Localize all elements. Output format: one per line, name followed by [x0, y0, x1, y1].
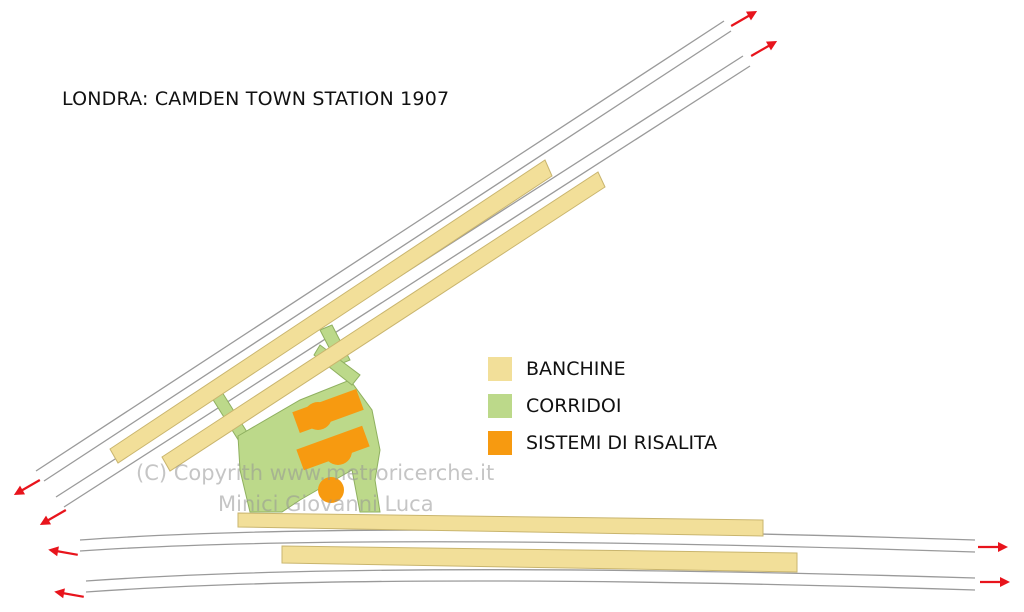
watermark-line2: Minici Giovanni Luca — [218, 492, 434, 516]
track-diagonal-1b — [43, 30, 732, 482]
legend-swatch-corridoi — [488, 393, 512, 418]
arrow-lower-left-1 — [48, 546, 78, 557]
diagram-title: LONDRA: CAMDEN TOWN STATION 1907 — [62, 88, 450, 110]
legend-label-banchine: BANCHINE — [526, 357, 626, 380]
arrow-lower-left-1-shaft — [53, 549, 78, 556]
arrow-lower-left-1-head — [48, 546, 59, 557]
arrow-lower-left-2 — [54, 588, 84, 599]
arrow-bottom-left-2 — [39, 509, 67, 525]
lift-upper — [304, 402, 332, 430]
arrow-lower-right-2-head — [1000, 577, 1010, 587]
track-diagonal-2b — [63, 65, 751, 508]
arrow-top-right-2 — [750, 41, 778, 57]
legend-label-sistemi: SISTEMI DI RISALITA — [526, 431, 718, 454]
arrow-bottom-left-2-shaft — [44, 509, 67, 523]
arrow-top-right-1 — [730, 11, 758, 27]
platform-diagonal-1 — [109, 159, 553, 464]
arrow-top-right-1-head — [745, 11, 758, 21]
platform-lower-2 — [281, 545, 798, 573]
arrow-lower-left-2-shaft — [59, 591, 84, 598]
arrow-bottom-left-2-head — [39, 515, 52, 525]
arrow-top-right-2-head — [765, 41, 778, 51]
platform-diagonal-2 — [161, 171, 606, 472]
track-lower-1b — [79, 541, 976, 553]
legend-item-sistemi: SISTEMI DI RISALITA — [488, 424, 717, 461]
watermark-line1: (C) Copyrith www.metroricerche.it — [136, 461, 495, 485]
platforms-group — [109, 159, 798, 573]
lift-lower — [318, 477, 344, 503]
legend-label-corridoi: CORRIDOI — [526, 394, 622, 417]
arrow-lower-right-2 — [980, 577, 1010, 587]
track-diagonal-1a — [35, 20, 725, 472]
legend: BANCHINE CORRIDOI SISTEMI DI RISALITA — [488, 350, 717, 461]
arrow-lower-right-1 — [978, 542, 1008, 552]
platform-lower-1 — [237, 512, 764, 537]
legend-swatch-sistemi — [488, 430, 512, 455]
track-lower-2a — [85, 569, 976, 582]
arrow-bottom-left-1 — [13, 479, 41, 495]
track-lower-2b — [85, 580, 976, 593]
arrow-bottom-left-1-head — [13, 485, 26, 495]
legend-item-corridoi: CORRIDOI — [488, 387, 717, 424]
escalators-group — [292, 389, 370, 503]
lift-middle — [324, 437, 352, 465]
legend-swatch-banchine — [488, 356, 512, 381]
arrow-lower-left-2-head — [54, 588, 65, 599]
direction-arrows-group — [13, 11, 1010, 599]
arrow-lower-right-1-head — [998, 542, 1008, 552]
legend-item-banchine: BANCHINE — [488, 350, 717, 387]
